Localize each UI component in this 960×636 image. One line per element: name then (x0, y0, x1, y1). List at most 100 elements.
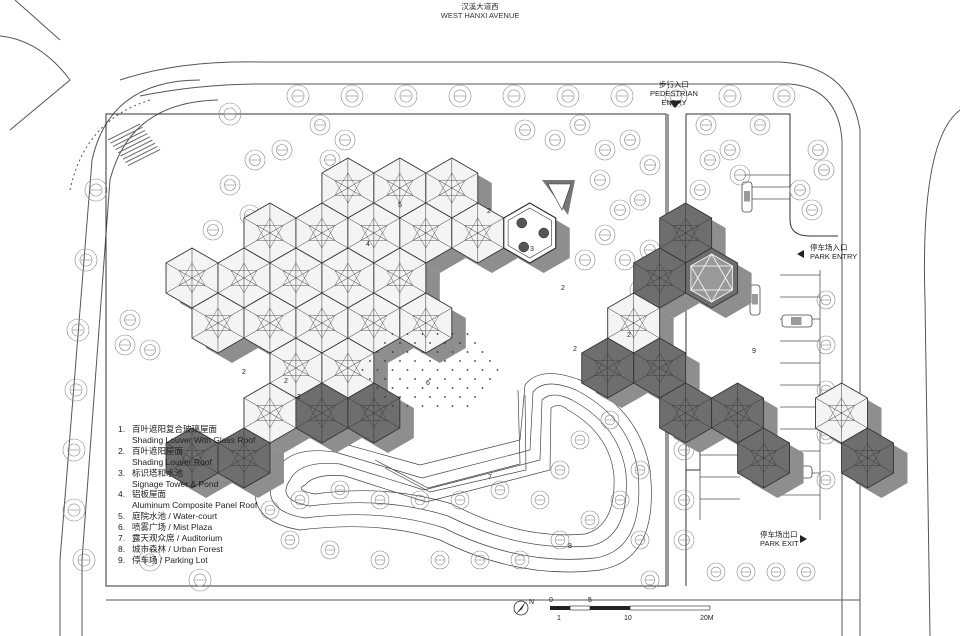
tree (320, 540, 340, 560)
scale-tick-5: 5 (588, 597, 592, 604)
tree-canopy (820, 294, 832, 306)
tree-canopy (794, 184, 806, 196)
hex-louver-line (243, 450, 258, 474)
scale-segment-dark-2 (590, 606, 630, 610)
mist-dot (369, 378, 371, 380)
tree (630, 530, 650, 550)
mist-dot (444, 396, 446, 398)
hex-louver-line (425, 315, 439, 339)
hex-louver-line (737, 397, 751, 421)
mist-dot (481, 369, 484, 371)
tree-canopy (69, 383, 83, 397)
hex-louver-line (685, 397, 699, 421)
mist-dot (481, 351, 484, 353)
mist-dot (474, 342, 476, 344)
hex-louver-line (607, 307, 660, 339)
mist-dot (421, 351, 424, 353)
mist-dot (436, 333, 439, 335)
tree-canopy (554, 534, 566, 546)
mist-dot (406, 333, 409, 335)
tree-canopy (678, 534, 690, 546)
mist-dot (459, 396, 461, 398)
tree-canopy (374, 494, 386, 506)
hex-louver-line (399, 180, 414, 204)
park-entry-en: PARK ENTRY (810, 252, 858, 261)
hex-louver-line (867, 442, 881, 466)
signage-star (690, 253, 734, 291)
hex-louver-line (399, 307, 452, 339)
mist-dot (376, 351, 379, 353)
tree (370, 490, 390, 510)
mist-dot (481, 387, 484, 389)
tree-canopy (67, 503, 81, 517)
hex-louver-line (841, 442, 894, 474)
hex-louver-line (165, 442, 219, 474)
hexagonal-roof (165, 157, 894, 489)
hex-louver-line (282, 262, 297, 286)
tree-canopy (599, 229, 611, 241)
tree-canopy (604, 414, 616, 426)
legend-item-2: 2.百叶遮阳屋面 (118, 445, 184, 456)
tree (394, 84, 418, 108)
hex-louver-line (165, 262, 219, 294)
mist-dot (444, 360, 446, 362)
mist-dot (436, 369, 439, 371)
mist-dot (489, 378, 491, 380)
tree-canopy (124, 314, 136, 326)
tree (736, 562, 756, 582)
hex-louver-line (334, 352, 349, 376)
tree-canopy (584, 514, 596, 526)
tree (340, 84, 364, 108)
hex-louver-line (828, 397, 842, 421)
tree (370, 550, 390, 570)
tree (614, 249, 636, 271)
tree (138, 548, 162, 572)
legend-item-5: 5.庭院水池 / Water-court (118, 511, 218, 522)
tree (594, 224, 616, 246)
mist-dot (459, 378, 461, 380)
mist-dot (414, 396, 416, 398)
tree (62, 498, 86, 522)
mist-dot (496, 369, 499, 371)
hex-louver-line (295, 360, 310, 384)
hex-louver-line (191, 307, 245, 339)
mist-dot (361, 369, 364, 371)
hex-louver-line (386, 270, 401, 294)
tree (309, 114, 331, 136)
mist-dot (451, 369, 454, 371)
tree-canopy (818, 164, 830, 176)
mist-dot (489, 360, 491, 362)
tree-canopy (820, 339, 832, 351)
tree (510, 550, 530, 570)
hex-louver-line (308, 405, 323, 429)
tree (66, 318, 90, 342)
mist-dot (414, 342, 416, 344)
tree-canopy (634, 534, 646, 546)
hex-louver-line (425, 225, 439, 249)
mist-dot (429, 378, 431, 380)
hex-louver-line (412, 217, 427, 241)
legend-item-8: 8.城市森林 / Urban Forest (118, 543, 223, 554)
hex-louver-line (321, 315, 336, 339)
hex-louver-line (178, 270, 193, 294)
hex-louver-line (360, 217, 375, 241)
hex-louver-line (425, 217, 439, 241)
scale-segment-light-1 (569, 605, 591, 611)
pedestrian-entry-cn: 步行入口 (659, 80, 689, 89)
tree (589, 169, 611, 191)
signage-triangle-outline (547, 183, 572, 211)
tree (410, 490, 430, 510)
crosswalk-stripe (125, 145, 158, 163)
mist-dot (474, 378, 476, 380)
hex-louver-line (295, 262, 310, 286)
crosswalk-stripe (122, 142, 156, 160)
label-4: 4 (366, 241, 370, 248)
tree-canopy (820, 474, 832, 486)
entry-arrow-icon (669, 101, 681, 108)
mist-dot (459, 342, 461, 344)
tree-canopy (579, 254, 591, 266)
tree (639, 154, 661, 176)
hex-louver-line (360, 307, 375, 331)
tree (550, 530, 570, 550)
tree-canopy (806, 204, 818, 216)
